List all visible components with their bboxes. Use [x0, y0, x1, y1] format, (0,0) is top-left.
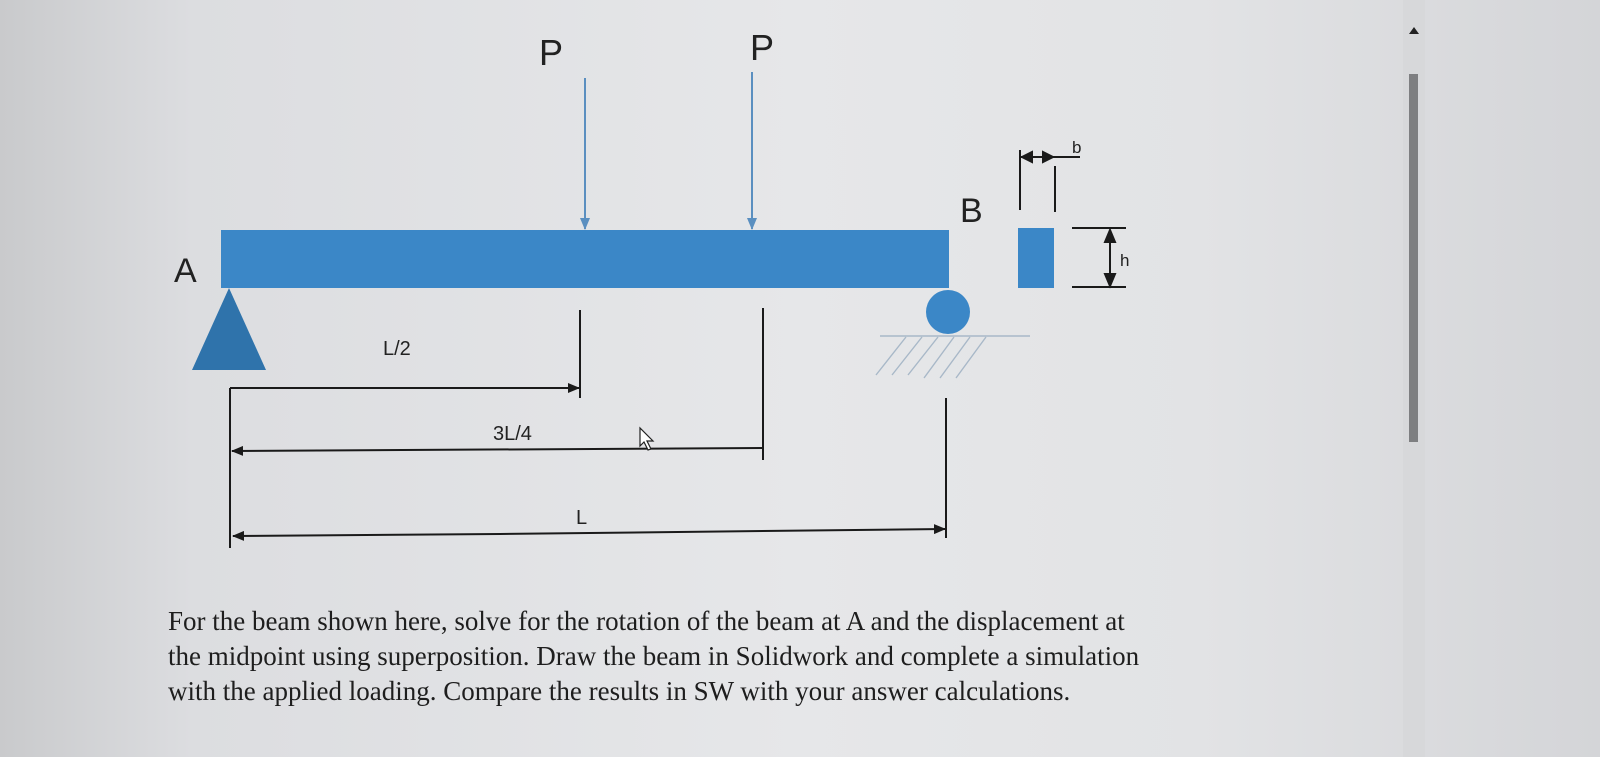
scroll-up-arrow-icon[interactable]	[1409, 27, 1419, 34]
cross-section-height-label: h	[1120, 251, 1129, 270]
scrollbar-thumb[interactable]	[1409, 74, 1418, 442]
cross-section	[1018, 228, 1054, 288]
pin-support-a	[192, 288, 266, 370]
support-b-label: B	[960, 192, 983, 230]
dimension-three-quarter-label: 3L/4	[493, 423, 532, 445]
cross-section-width-dimension	[1019, 150, 1080, 212]
cross-section-width-label: b	[1072, 138, 1081, 157]
dimension-lines	[229, 308, 947, 548]
dimension-three-quarter	[231, 445, 764, 456]
dimension-full-label: L	[576, 507, 587, 529]
dimension-half-label: L/2	[383, 338, 411, 360]
dimension-full-left	[232, 530, 501, 541]
cross-section-height-dimension	[1072, 227, 1126, 289]
ground-hatching	[875, 335, 1030, 379]
support-a-label: A	[174, 252, 197, 290]
load-label-2: P	[750, 27, 774, 68]
beam	[221, 230, 949, 288]
dimension-full-right	[499, 524, 946, 535]
pointer-arrow-icon	[639, 426, 655, 451]
problem-statement: For the beam shown here, solve for the r…	[168, 606, 1140, 706]
load-label-1: P	[539, 32, 563, 73]
roller-support-b	[926, 290, 970, 334]
